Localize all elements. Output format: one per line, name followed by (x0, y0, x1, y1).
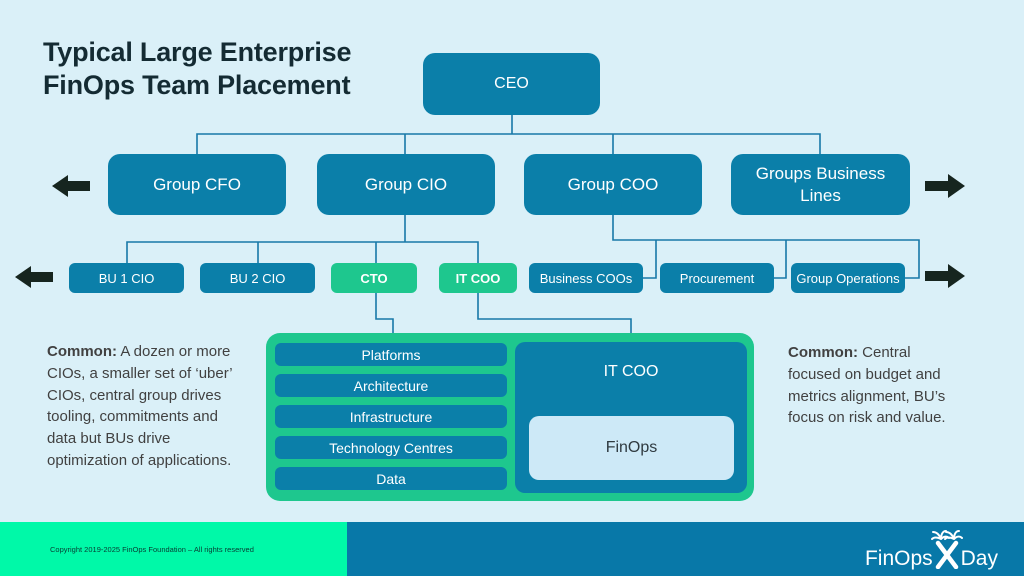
connector-ceo-to-row2 (196, 115, 821, 154)
box-ceo: CEO (423, 53, 600, 115)
arrow-left-row3-icon (15, 266, 53, 288)
box-business-coos: Business COOs (529, 263, 643, 293)
connector-groupcio-to-row3 (126, 215, 479, 263)
box-infrastructure: Infrastructure (275, 405, 507, 428)
footer-copyright-bar: Copyright 2019-2025 FinOps Foundation – … (0, 522, 347, 576)
note-left-label: Common: (47, 343, 117, 360)
connector-groupcoo-to-row3 (612, 215, 920, 279)
cto-team-list: Platforms Architecture Infrastructure Te… (275, 343, 507, 490)
footer-logo-bar: FinOps Day (347, 522, 1024, 576)
arrow-left-row2-icon (52, 175, 90, 197)
finops-x-day-logo: FinOps Day (865, 529, 998, 569)
note-left: Common: A dozen or more CIOs, a smaller … (47, 341, 239, 472)
note-right: Common: Central focused on budget and me… (788, 342, 964, 429)
it-coo-container-label: IT COO (603, 363, 659, 380)
box-bu2-cio: BU 2 CIO (200, 263, 315, 293)
box-technology-centres: Technology Centres (275, 436, 507, 459)
page-title-line2: FinOps Team Placement (43, 70, 351, 101)
logo-day-text: Day (960, 547, 998, 570)
note-right-text: Central focused on budget and metrics al… (788, 344, 946, 427)
box-platforms: Platforms (275, 343, 507, 366)
note-right-label: Common: (788, 344, 858, 361)
box-bu1-cio: BU 1 CIO (69, 263, 184, 293)
box-architecture: Architecture (275, 374, 507, 397)
it-coo-container: IT COO FinOps (515, 342, 747, 493)
box-group-cfo: Group CFO (108, 154, 286, 215)
palm-trees-x-icon (930, 530, 963, 569)
arrow-right-row3-icon (925, 264, 965, 288)
box-it-coo: IT COO (439, 263, 517, 293)
copyright-text: Copyright 2019-2025 FinOps Foundation – … (50, 544, 254, 554)
box-groups-business-lines: Groups Business Lines (731, 154, 910, 215)
connector-cto-to-team (375, 293, 394, 343)
arrow-right-row2-icon (925, 174, 965, 198)
page-title-line1: Typical Large Enterprise (43, 37, 352, 67)
box-procurement: Procurement (660, 263, 774, 293)
box-group-coo: Group COO (524, 154, 702, 215)
footer: Copyright 2019-2025 FinOps Foundation – … (0, 522, 1024, 576)
logo-finops-text: FinOps (864, 547, 933, 570)
box-finops: FinOps (529, 416, 734, 480)
box-data: Data (275, 467, 507, 490)
note-left-text: A dozen or more CIOs, a smaller set of ‘… (47, 343, 233, 469)
box-group-operations: Group Operations (791, 263, 905, 293)
box-cto: CTO (331, 263, 417, 293)
connector-itcoo-to-container (477, 293, 632, 342)
box-group-cio: Group CIO (317, 154, 495, 215)
page-title: Typical Large Enterprise FinOps Team Pla… (43, 36, 352, 103)
